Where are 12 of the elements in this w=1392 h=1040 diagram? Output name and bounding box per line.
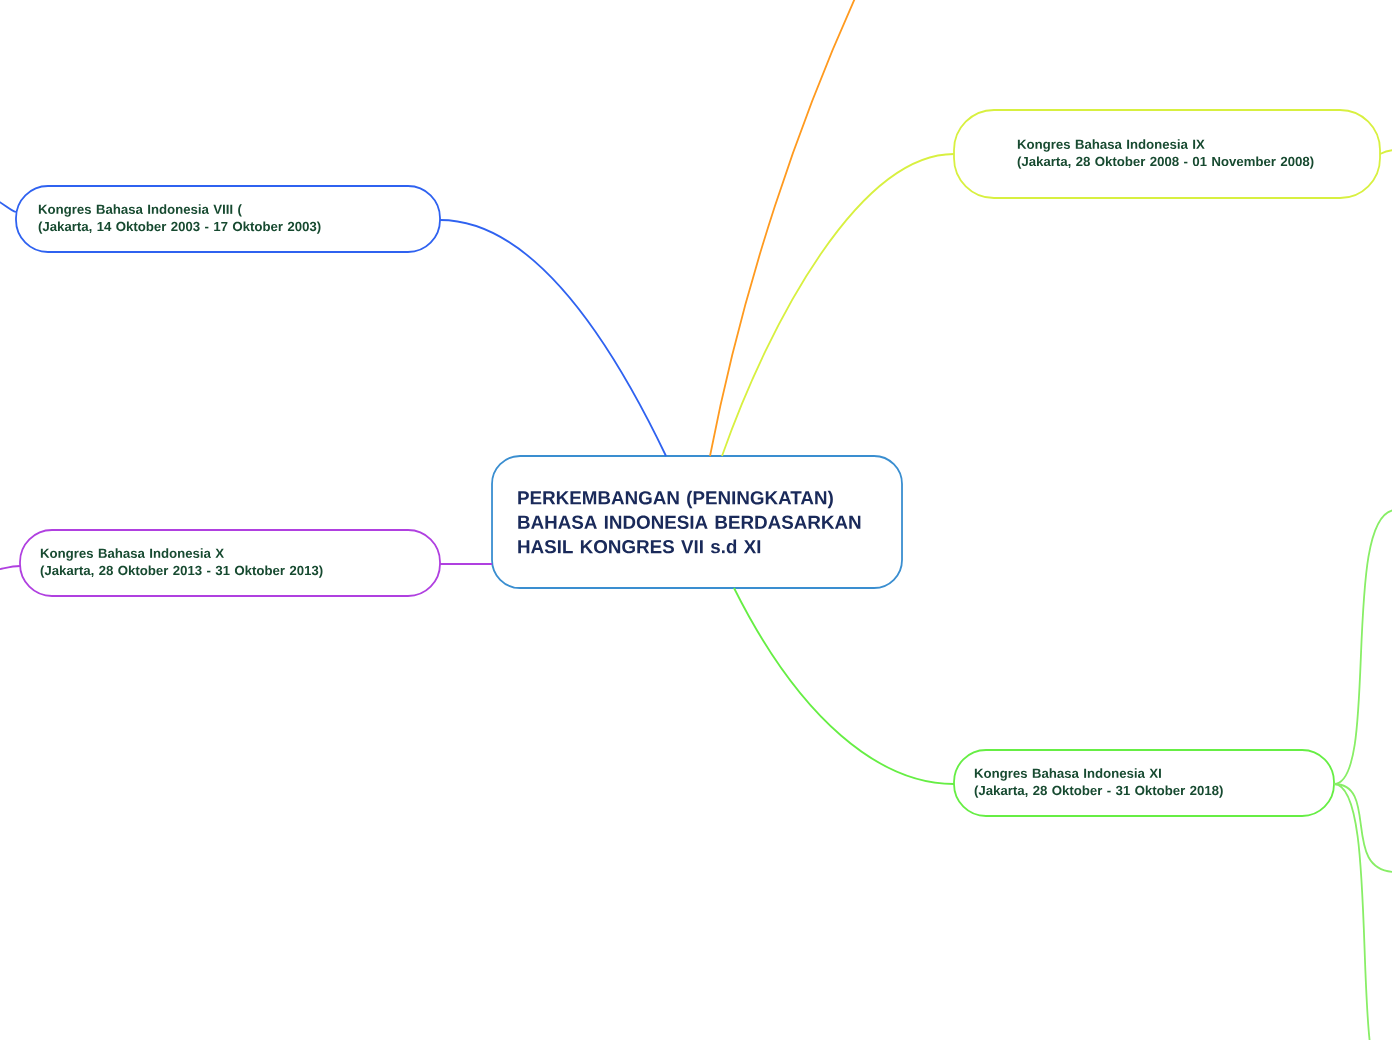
branch-line [733,587,955,785]
branch-line [1333,783,1371,1040]
branch-line [439,219,667,457]
branch-line [0,199,17,213]
branch-line [709,0,857,457]
branch-line [1333,783,1392,873]
topic-box: PERKEMBANGAN (PENINGKATAN) BAHASA INDONESIA BERDASARKAN HASIL KONGRES VII s.d XI [491,455,903,589]
branch-line [721,153,955,457]
branch-line [0,565,21,571]
branch-line [1333,509,1392,785]
branch-line [439,563,493,565]
branch-line [1379,149,1392,155]
